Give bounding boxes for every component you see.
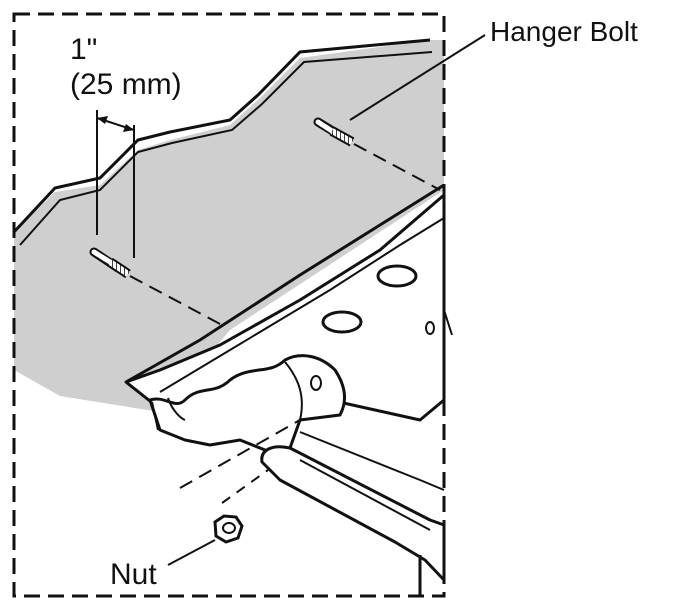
- wall-top-edge-inner: [19, 51, 433, 246]
- bracket-hole-1: [376, 264, 418, 288]
- nut: [213, 514, 244, 544]
- dimension-label-mm: (25 mm): [70, 68, 182, 101]
- lower-arm: [260, 445, 446, 582]
- dimension-arrowhead-left: [97, 116, 108, 124]
- hanger-bolt-left: [89, 247, 131, 279]
- alignment-line-right: [353, 143, 441, 191]
- hanger-bolt-right: [313, 117, 355, 147]
- bracket-right-edge: [443, 309, 453, 336]
- dimension-label-inch: 1": [70, 33, 98, 66]
- dimension-arrowhead-right: [123, 124, 134, 132]
- bracket-inner-edge: [159, 217, 445, 393]
- bracket-hole-2: [321, 310, 363, 334]
- bracket-top-face: [125, 183, 445, 384]
- hanger-bolt-label: Hanger Bolt: [490, 16, 638, 47]
- alignment-line-nut: [179, 419, 301, 489]
- nut-leader: [167, 539, 216, 566]
- lower-arm-edge: [299, 431, 445, 531]
- nut-label: Nut: [110, 558, 157, 591]
- hanger-bolt-leader: [349, 34, 486, 121]
- bracket-pinhole: [425, 321, 435, 335]
- clamp-hole: [310, 375, 322, 391]
- wall-top-edge: [12, 38, 431, 234]
- alignment-line-nut-2: [221, 469, 269, 504]
- clamp-detail: [151, 361, 303, 431]
- alignment-line-left: [129, 275, 223, 326]
